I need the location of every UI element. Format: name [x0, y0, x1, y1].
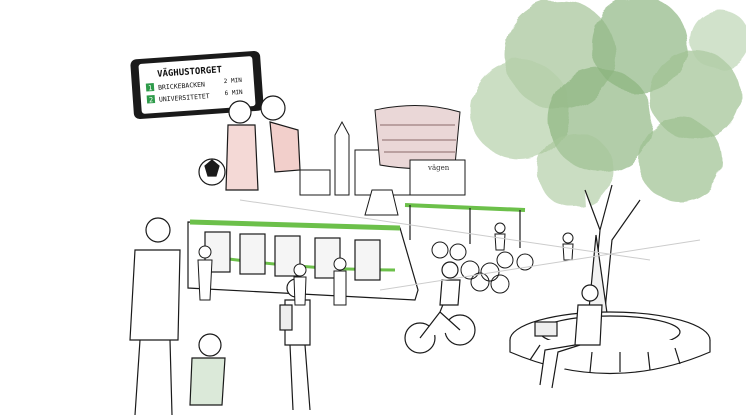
- sign-row-1-eta: 2 MIN: [224, 77, 243, 85]
- sign-row-2-eta: 6 MIN: [224, 89, 243, 97]
- cyclist: [404, 261, 476, 354]
- sign-row-1-line: 1: [148, 84, 153, 92]
- father-and-child: [129, 217, 226, 416]
- tree-canopy: [470, 0, 746, 208]
- kids-with-backpacks: [198, 95, 301, 191]
- sign-row-1-destination: BRICKEBACKEN: [158, 80, 205, 91]
- sign-row-2-destination: UNIVERSITETET: [159, 92, 210, 104]
- sign-title: VÄGHUSTORGET: [157, 64, 223, 80]
- man-with-laptop: [534, 284, 603, 389]
- building-sign: vägen: [427, 164, 450, 172]
- round-bench: [509, 311, 711, 375]
- departure-sign: VÄGHUSTORGET 1 BRICKEBACKEN 2 MIN 2 UNIV…: [130, 50, 264, 120]
- ground-lines: [239, 199, 701, 291]
- sign-row-2-line: 2: [149, 96, 154, 104]
- parked-bicycles: [431, 241, 534, 294]
- city-buildings: [299, 105, 466, 216]
- tram: [187, 219, 419, 301]
- tram-shelter: [404, 203, 526, 248]
